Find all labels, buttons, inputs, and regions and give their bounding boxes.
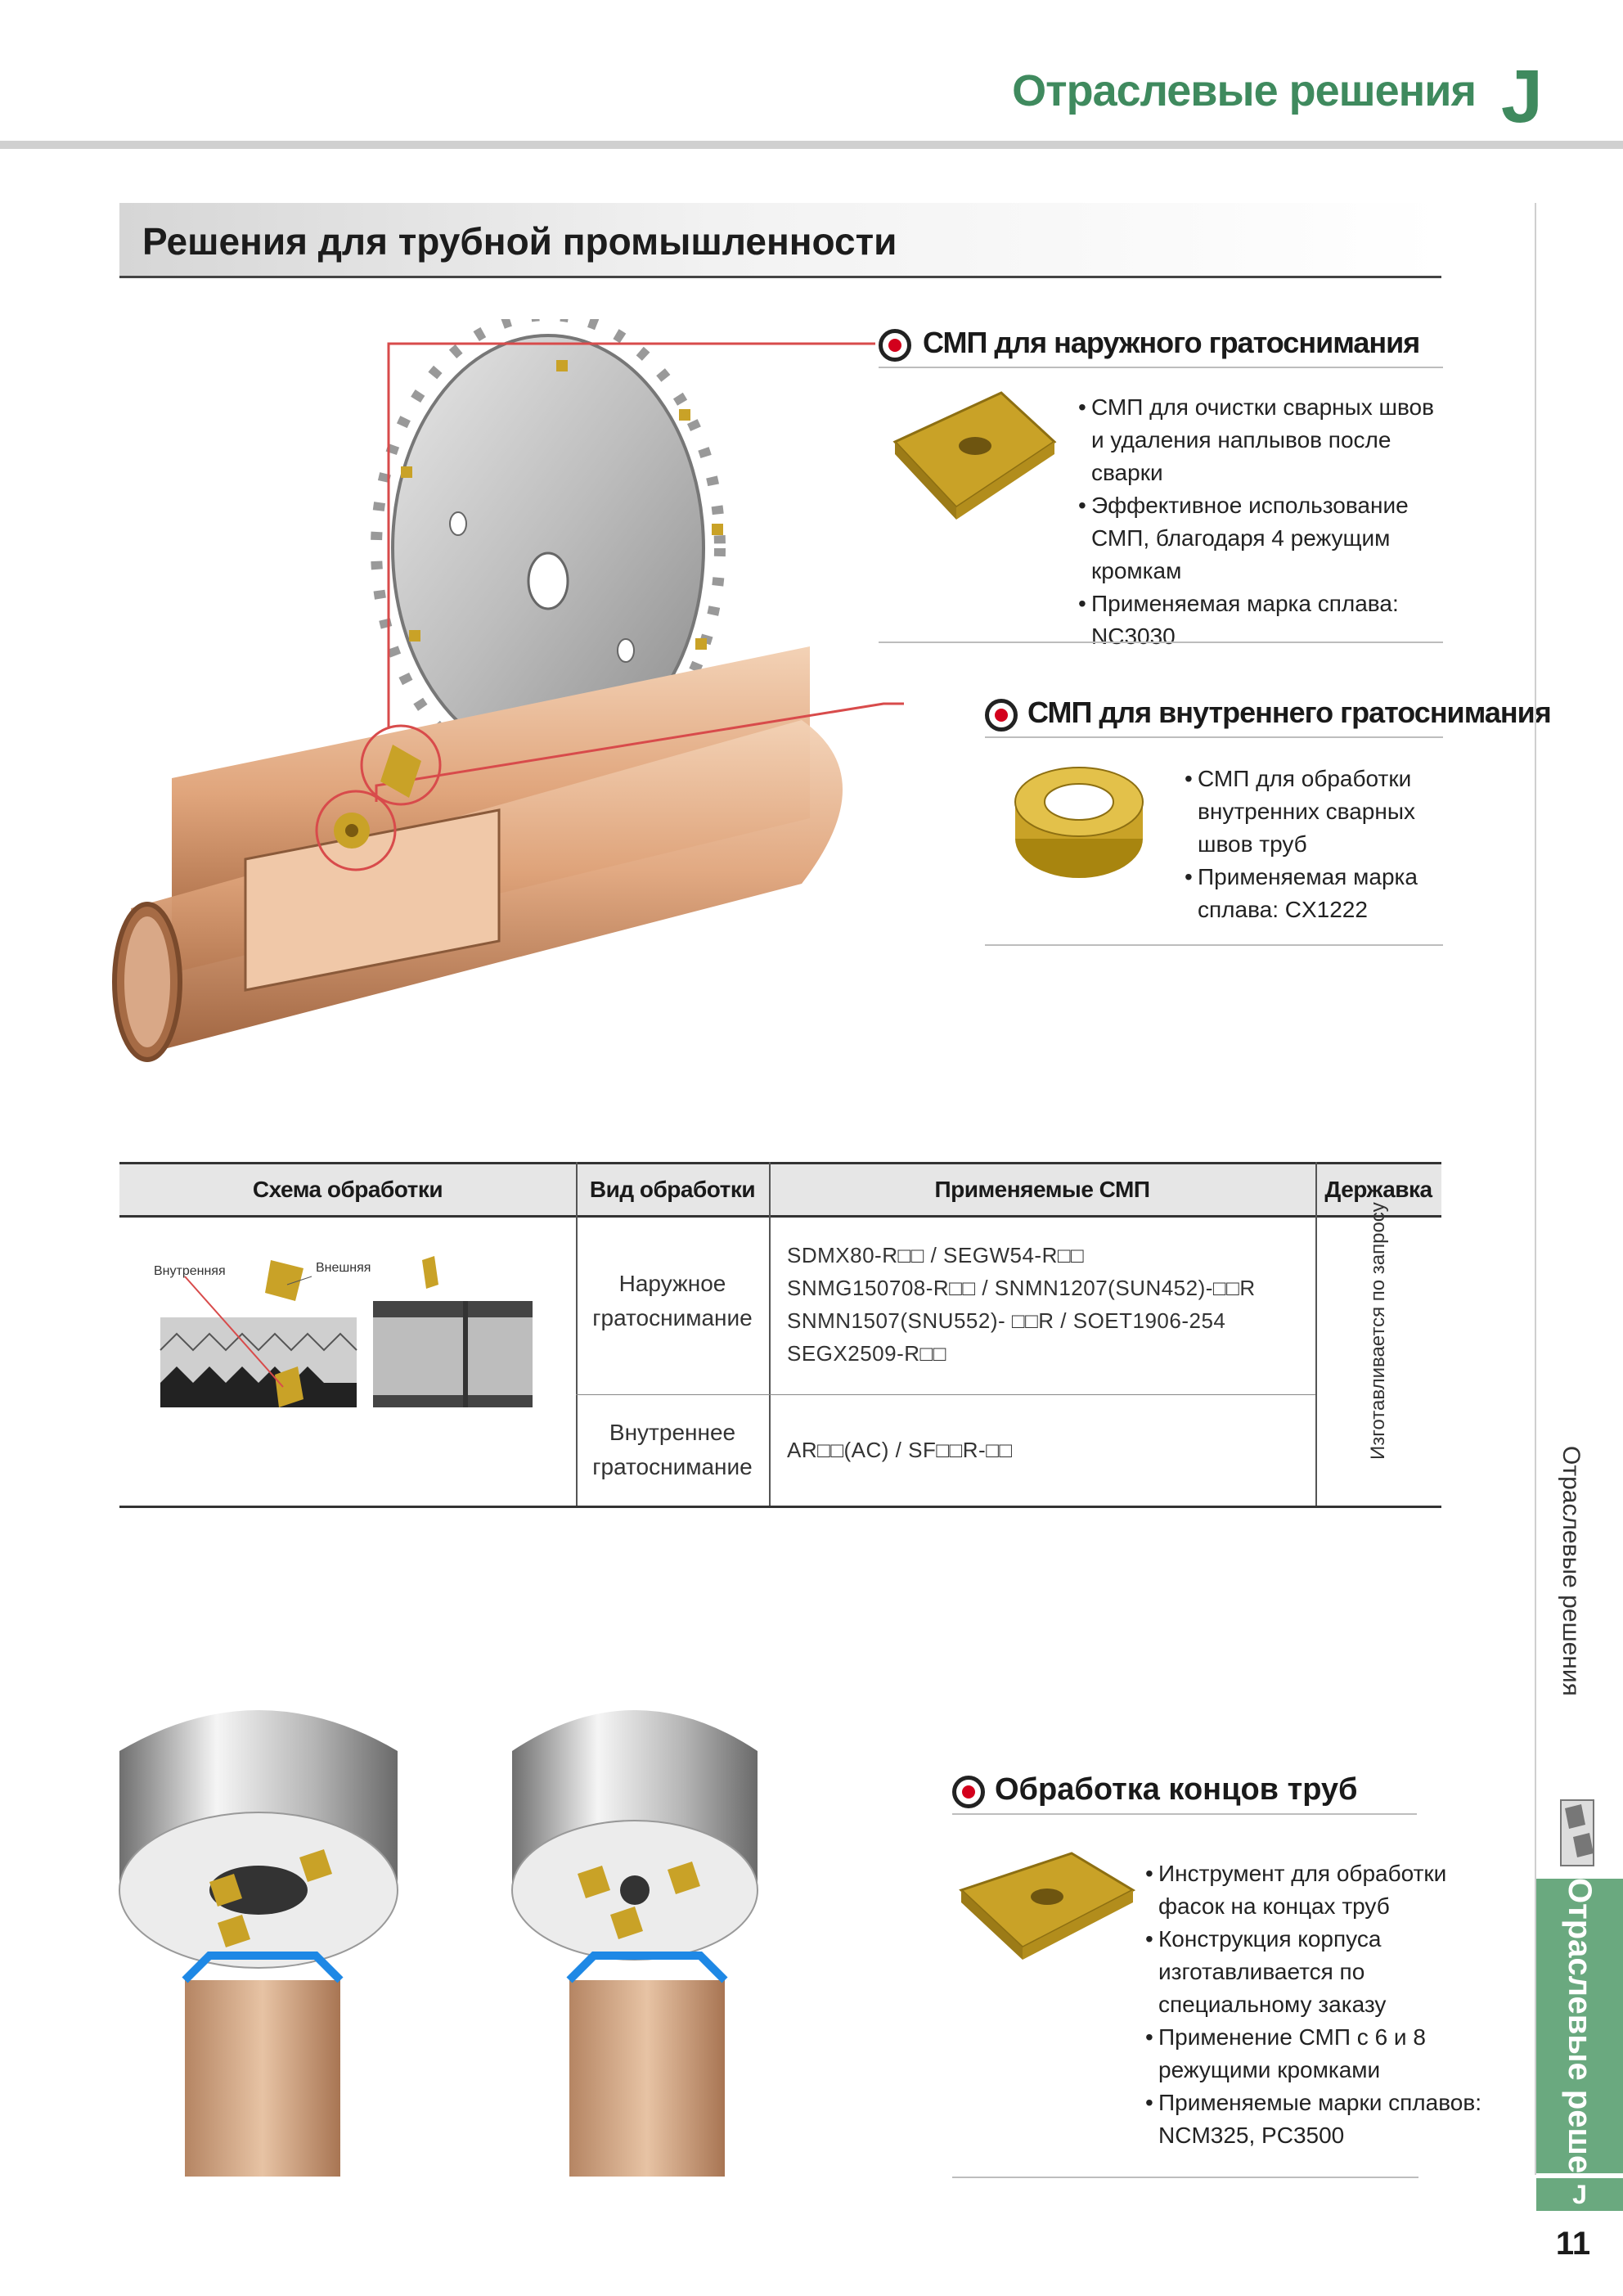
ends-heading: Обработка концов труб bbox=[995, 1772, 1358, 1807]
outer-bullet: СМП для очистки сварных швов и удаления … bbox=[1078, 391, 1446, 489]
section-title: Решения для трубной промышленности bbox=[142, 220, 897, 263]
inner-bullet-list: СМП для обработки внутренних сварных шво… bbox=[1185, 763, 1446, 926]
outer-heading: СМП для наружного гратоснимания bbox=[923, 326, 1420, 359]
outer-bullet: Применяемая марка сплава: NC3030 bbox=[1078, 588, 1446, 653]
side-tab-tool-icon bbox=[1560, 1799, 1594, 1866]
table-col-divider bbox=[769, 1162, 771, 1507]
header-title: Отраслевые решения bbox=[1012, 66, 1477, 115]
section-title-bar bbox=[119, 203, 1441, 278]
holder-on-request: Изготавливается по запросу bbox=[1367, 1202, 1389, 1460]
inner-heading-rule bbox=[985, 736, 1443, 738]
insert-code: SEGX2509-R□□ bbox=[787, 1341, 946, 1366]
side-tab-line bbox=[1535, 203, 1536, 2175]
inner-heading-marker-icon bbox=[985, 699, 1018, 732]
row-inserts-outer: SDMX80-R□□ / SEGW54-R□□ SNMG150708-R□□ /… bbox=[787, 1239, 1311, 1370]
side-tab-active-label: Отраслевые решения bbox=[1562, 1878, 1598, 2233]
table-header-scheme: Схема обработки bbox=[252, 1177, 443, 1202]
ends-heading-rule bbox=[952, 1813, 1417, 1815]
row-type-inner: Внутреннее гратоснимание bbox=[592, 1420, 753, 1479]
inner-bullet: СМП для обработки внутренних сварных шво… bbox=[1185, 763, 1446, 861]
ends-insert-image bbox=[959, 1852, 1136, 1960]
header-section-letter: J bbox=[1500, 55, 1543, 138]
row-inserts-inner: AR□□(AC) / SF□□R-□□ bbox=[787, 1434, 1311, 1466]
ends-bullet: Применяемые марки сплавов: NCM325, PC350… bbox=[1145, 2087, 1497, 2152]
insert-code: AR□□(AC) / SF□□R-□□ bbox=[787, 1438, 1013, 1462]
saw-blade bbox=[371, 319, 726, 787]
pipe-end-tools-illustration bbox=[119, 1710, 758, 2177]
outer-bullet-list: СМП для очистки сварных швов и удаления … bbox=[1078, 391, 1446, 653]
tool-body-left bbox=[119, 1710, 398, 2177]
scheme-label-outer: Внешняя bbox=[316, 1261, 371, 1275]
outer-insert-image bbox=[892, 391, 1057, 520]
inner-heading: СМП для внутреннего гратоснимания bbox=[1027, 696, 1552, 729]
inner-bottom-rule bbox=[985, 944, 1443, 946]
pipe bbox=[112, 646, 843, 1062]
outer-heading-rule bbox=[879, 367, 1443, 368]
insert-code: SNMN1507(SNU552)- □□R / SOET1906-254 bbox=[787, 1308, 1226, 1333]
outer-bottom-rule bbox=[879, 642, 1443, 643]
ends-bullet-list: Инструмент для обработки фасок на концах… bbox=[1145, 1857, 1497, 2152]
header-divider bbox=[0, 141, 1623, 149]
outer-bullet: Эффективное использование СМП, благодаря… bbox=[1078, 489, 1446, 588]
side-tab-active[interactable] bbox=[1536, 1879, 1623, 2173]
inner-ring-insert-image bbox=[1014, 767, 1144, 878]
table-col-divider bbox=[1315, 1162, 1317, 1507]
processing-scheme-image: Внутренняя Внешняя bbox=[154, 1256, 533, 1407]
ends-bottom-rule bbox=[952, 2177, 1418, 2178]
callout-markers bbox=[315, 342, 904, 871]
ends-bullet: Инструмент для обработки фасок на концах… bbox=[1145, 1857, 1497, 1923]
table-bottom-rule bbox=[119, 1506, 1441, 1508]
ends-heading-marker-icon bbox=[952, 1776, 985, 1808]
table-col-divider bbox=[576, 1162, 578, 1507]
scheme-label-inner: Внутренняя bbox=[154, 1264, 226, 1278]
inner-bullet: Применяемая марка сплава: CX1222 bbox=[1185, 861, 1446, 926]
table-header-holder: Державка bbox=[1324, 1177, 1432, 1202]
insert-code: SNMG150708-R□□ / SNMN1207(SUN452)-□□R bbox=[787, 1276, 1256, 1300]
side-tab-label: Отраслевые решения bbox=[1558, 1446, 1585, 1696]
table-header-inserts: Применяемые СМП bbox=[934, 1177, 1150, 1202]
ends-bullet: Применение СМП с 6 и 8 режущими кромками bbox=[1145, 2021, 1497, 2087]
ends-bullet: Конструкция корпуса изготавливается по с… bbox=[1145, 1923, 1497, 2021]
row-type-outer: Наружное гратоснимание bbox=[592, 1271, 753, 1330]
side-tab-letter: J bbox=[1536, 2178, 1623, 2211]
table-header-row bbox=[119, 1162, 1441, 1218]
table-row-divider bbox=[576, 1394, 1315, 1395]
tool-body-right bbox=[511, 1710, 758, 2177]
page-number: 11 bbox=[1555, 2226, 1591, 2262]
outer-heading-marker-icon bbox=[879, 329, 911, 362]
table-header-type: Вид обработки bbox=[589, 1177, 756, 1202]
insert-code: SDMX80-R□□ / SEGW54-R□□ bbox=[787, 1243, 1085, 1267]
pipe-deburring-illustration bbox=[112, 319, 904, 1062]
